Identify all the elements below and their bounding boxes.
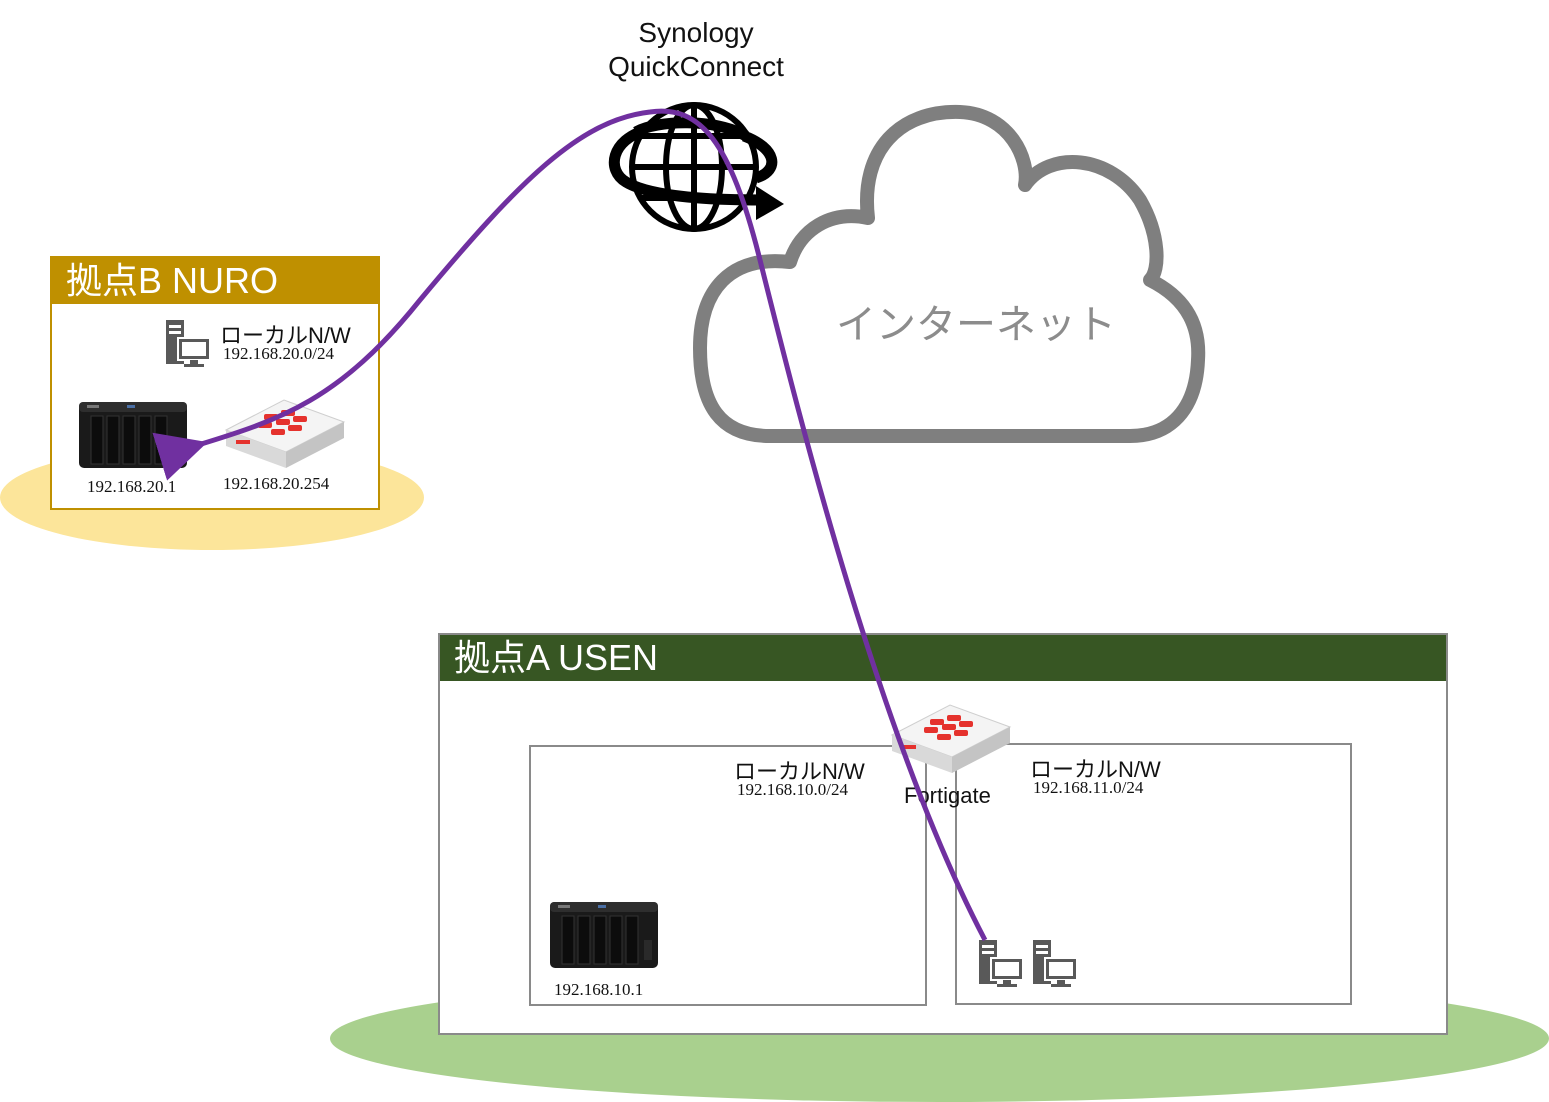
pc-icon	[979, 940, 1024, 987]
fortigate-icon	[224, 399, 346, 468]
quickconnect-label: Synology QuickConnect	[576, 16, 816, 84]
quickconnect-line1: Synology	[638, 17, 754, 48]
site-b-network-cidr: 192.168.20.0/24	[223, 344, 334, 363]
globe-sync-icon	[608, 102, 784, 232]
site-a-nas-ip: 192.168.10.1	[554, 980, 644, 999]
site-a-net2-label: ローカルN/W	[1030, 757, 1161, 782]
site-a-net1-label: ローカルN/W	[734, 759, 865, 784]
internet-label: インターネット	[836, 303, 1116, 347]
pc-icon	[1033, 940, 1078, 987]
site-b-nas-ip: 192.168.20.1	[87, 477, 177, 496]
site-a-net2-cidr: 192.168.11.0/24	[1033, 778, 1144, 797]
fortigate-icon	[890, 704, 1012, 773]
pc-icon	[166, 320, 211, 367]
site-b-title: 拠点B NURO	[52, 258, 378, 304]
site-a-title: 拠点A USEN	[440, 635, 1446, 681]
site-b-firewall-ip: 192.168.20.254	[223, 474, 330, 493]
nas-icon	[550, 902, 658, 968]
site-a-net1-cidr: 192.168.10.0/24	[737, 780, 848, 799]
quickconnect-line2: QuickConnect	[608, 51, 784, 82]
site-b-network-label: ローカルN/W	[220, 323, 351, 348]
